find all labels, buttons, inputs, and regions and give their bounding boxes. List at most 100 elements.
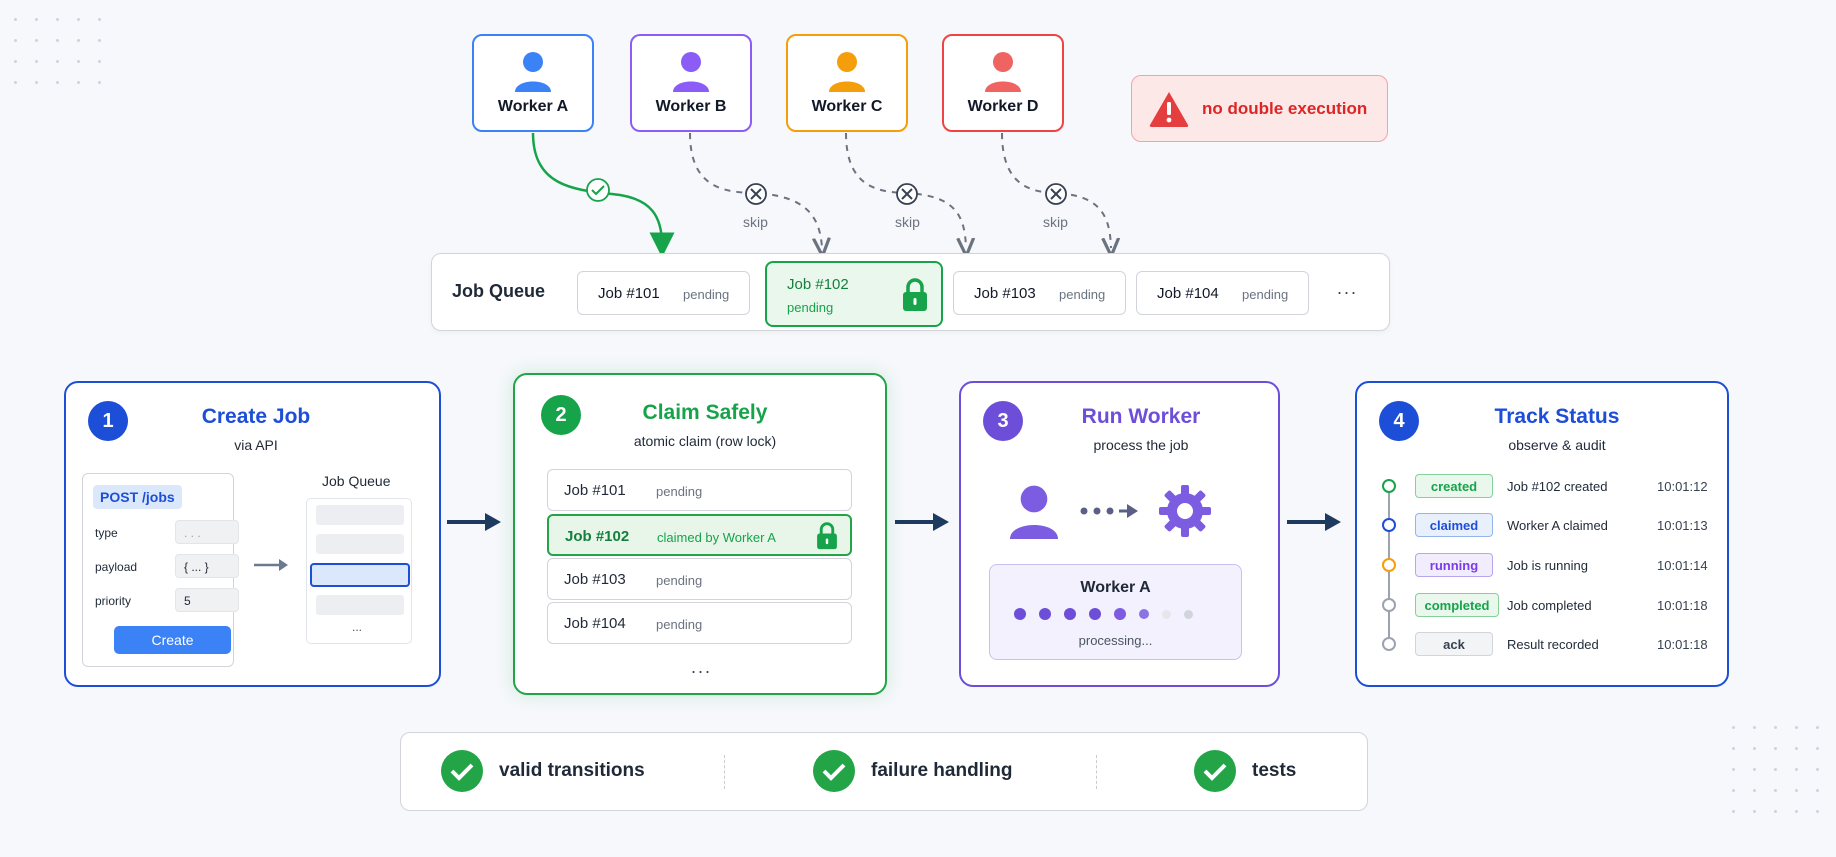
step-number: 4: [1379, 401, 1419, 441]
timeline-dot: [1382, 479, 1396, 493]
payload-field[interactable]: { ... }: [175, 554, 239, 578]
requirements-bar: valid transitions failure handling tests: [400, 732, 1368, 811]
job-name: Job #104: [564, 615, 626, 632]
field-label: payload: [95, 560, 138, 574]
worker-label: Worker A: [1080, 579, 1151, 596]
skip-x-icon: [896, 183, 918, 205]
success-check-icon: [586, 178, 610, 202]
event-time: 10:01:13: [1657, 518, 1708, 533]
timeline-dot: [1382, 598, 1396, 612]
job-queue: Job Queue Job #101 pending Job #102 pend…: [431, 253, 1390, 331]
person-icon: [829, 52, 865, 92]
skip-label: skip: [743, 214, 768, 230]
queue-job: Job #101 pending: [577, 271, 750, 315]
timeline-dot: [1382, 558, 1396, 572]
worker-label: Worker A: [497, 98, 569, 115]
check-label: tests: [1252, 760, 1297, 781]
claim-more: ...: [691, 657, 713, 677]
worker-label: Worker C: [811, 98, 883, 115]
worker-c-card: Worker C: [786, 34, 908, 132]
lock-icon: [903, 278, 927, 311]
job-status: pending: [656, 484, 703, 499]
check-label: valid transitions: [499, 760, 645, 781]
timeline-dot: [1382, 637, 1396, 651]
claim-safely-panel: 2 Claim Safely atomic claim (row lock) J…: [513, 373, 887, 695]
job-name: Job #101: [598, 285, 660, 302]
job-name: Job #104: [1157, 285, 1219, 302]
event-time: 10:01:18: [1657, 637, 1708, 652]
create-job-form: POST /jobs type . . . payload { ... } pr…: [82, 473, 239, 667]
claim-row: Job #104 pending: [547, 602, 852, 644]
panel-title: Create Job: [201, 405, 311, 428]
worker-d-card: Worker D: [942, 34, 1064, 132]
job-name: Job #101: [564, 482, 626, 499]
job-status: pending: [656, 573, 703, 588]
queue-more: ...: [1337, 278, 1359, 298]
event-time: 10:01:12: [1657, 479, 1708, 494]
person-icon: [985, 52, 1021, 92]
job-status: pending: [1242, 287, 1289, 302]
claim-row-claimed: Job #102 claimed by Worker A: [547, 514, 852, 556]
job-name: Job #102: [787, 276, 849, 293]
check-item: failure handling: [813, 750, 1012, 792]
field-label: priority: [95, 594, 132, 608]
person-icon: [515, 52, 551, 92]
mini-queue-label: Job Queue: [322, 473, 391, 489]
event-time: 10:01:14: [1657, 558, 1708, 573]
timeline-dot: [1382, 518, 1396, 532]
worker-a-card: Worker A: [472, 34, 594, 132]
lock-icon: [817, 522, 837, 550]
mini-queue-row: [316, 595, 404, 615]
worker-connectors: [531, 132, 1836, 260]
mini-queue: ...: [306, 498, 412, 644]
skip-label: skip: [1043, 214, 1068, 230]
job-status: claimed by Worker A: [657, 530, 776, 545]
step-number: 2: [541, 395, 581, 435]
step-number: 3: [983, 401, 1023, 441]
status-badge: running: [1415, 553, 1493, 577]
priority-field[interactable]: 5: [175, 588, 239, 612]
check-circle-icon: [813, 750, 855, 792]
panel-title: Run Worker: [1081, 405, 1201, 428]
endpoint-tag: POST /jobs: [93, 485, 182, 509]
check-circle-icon: [441, 750, 483, 792]
flow-arrow-icon: [447, 513, 501, 531]
job-status: pending: [683, 287, 730, 302]
check-item: tests: [1194, 750, 1296, 792]
check-label: failure handling: [871, 760, 1013, 781]
status-badge: ack: [1415, 632, 1493, 656]
mini-queue-row-new: [310, 563, 410, 587]
worker-a-connector: [531, 132, 675, 258]
dot-grid-top-left: [14, 18, 101, 84]
dot-grid-bottom-right: [1732, 726, 1819, 813]
event-text: Job #102 created: [1507, 479, 1608, 494]
panel-subtitle: atomic claim (row lock): [633, 433, 777, 449]
create-button[interactable]: Create: [114, 626, 231, 654]
double-execution-alert: no double execution: [1131, 75, 1388, 142]
status-badge: completed: [1415, 593, 1499, 617]
panel-subtitle: via API: [234, 437, 278, 453]
event-text: Worker A claimed: [1507, 518, 1608, 533]
worker-d-connector: [1001, 132, 1111, 248]
worker-label: Worker B: [655, 98, 727, 115]
job-name: Job #103: [564, 571, 626, 588]
type-field[interactable]: . . .: [175, 520, 239, 544]
job-name: Job #102: [565, 528, 630, 545]
worker-progress-box: Worker A processing...: [989, 564, 1242, 660]
job-name: Job #103: [974, 285, 1036, 302]
mini-queue-more: ...: [352, 620, 363, 634]
skip-x-icon: [745, 183, 767, 205]
event-text: Result recorded: [1507, 637, 1599, 652]
queue-job: Job #103 pending: [953, 271, 1126, 315]
field-label: type: [95, 526, 118, 540]
divider: [1096, 755, 1097, 789]
job-status: pending: [787, 300, 834, 315]
divider: [724, 755, 725, 789]
claim-row: Job #103 pending: [547, 558, 852, 600]
panel-subtitle: process the job: [1093, 437, 1189, 453]
run-worker-panel: 3 Run Worker process the job Worker A: [959, 381, 1280, 687]
gear-icon: [1159, 485, 1211, 537]
create-job-panel: 1 Create Job via API POST /jobs type . .…: [64, 381, 441, 687]
check-circle-icon: [1194, 750, 1236, 792]
job-status: pending: [656, 617, 703, 632]
